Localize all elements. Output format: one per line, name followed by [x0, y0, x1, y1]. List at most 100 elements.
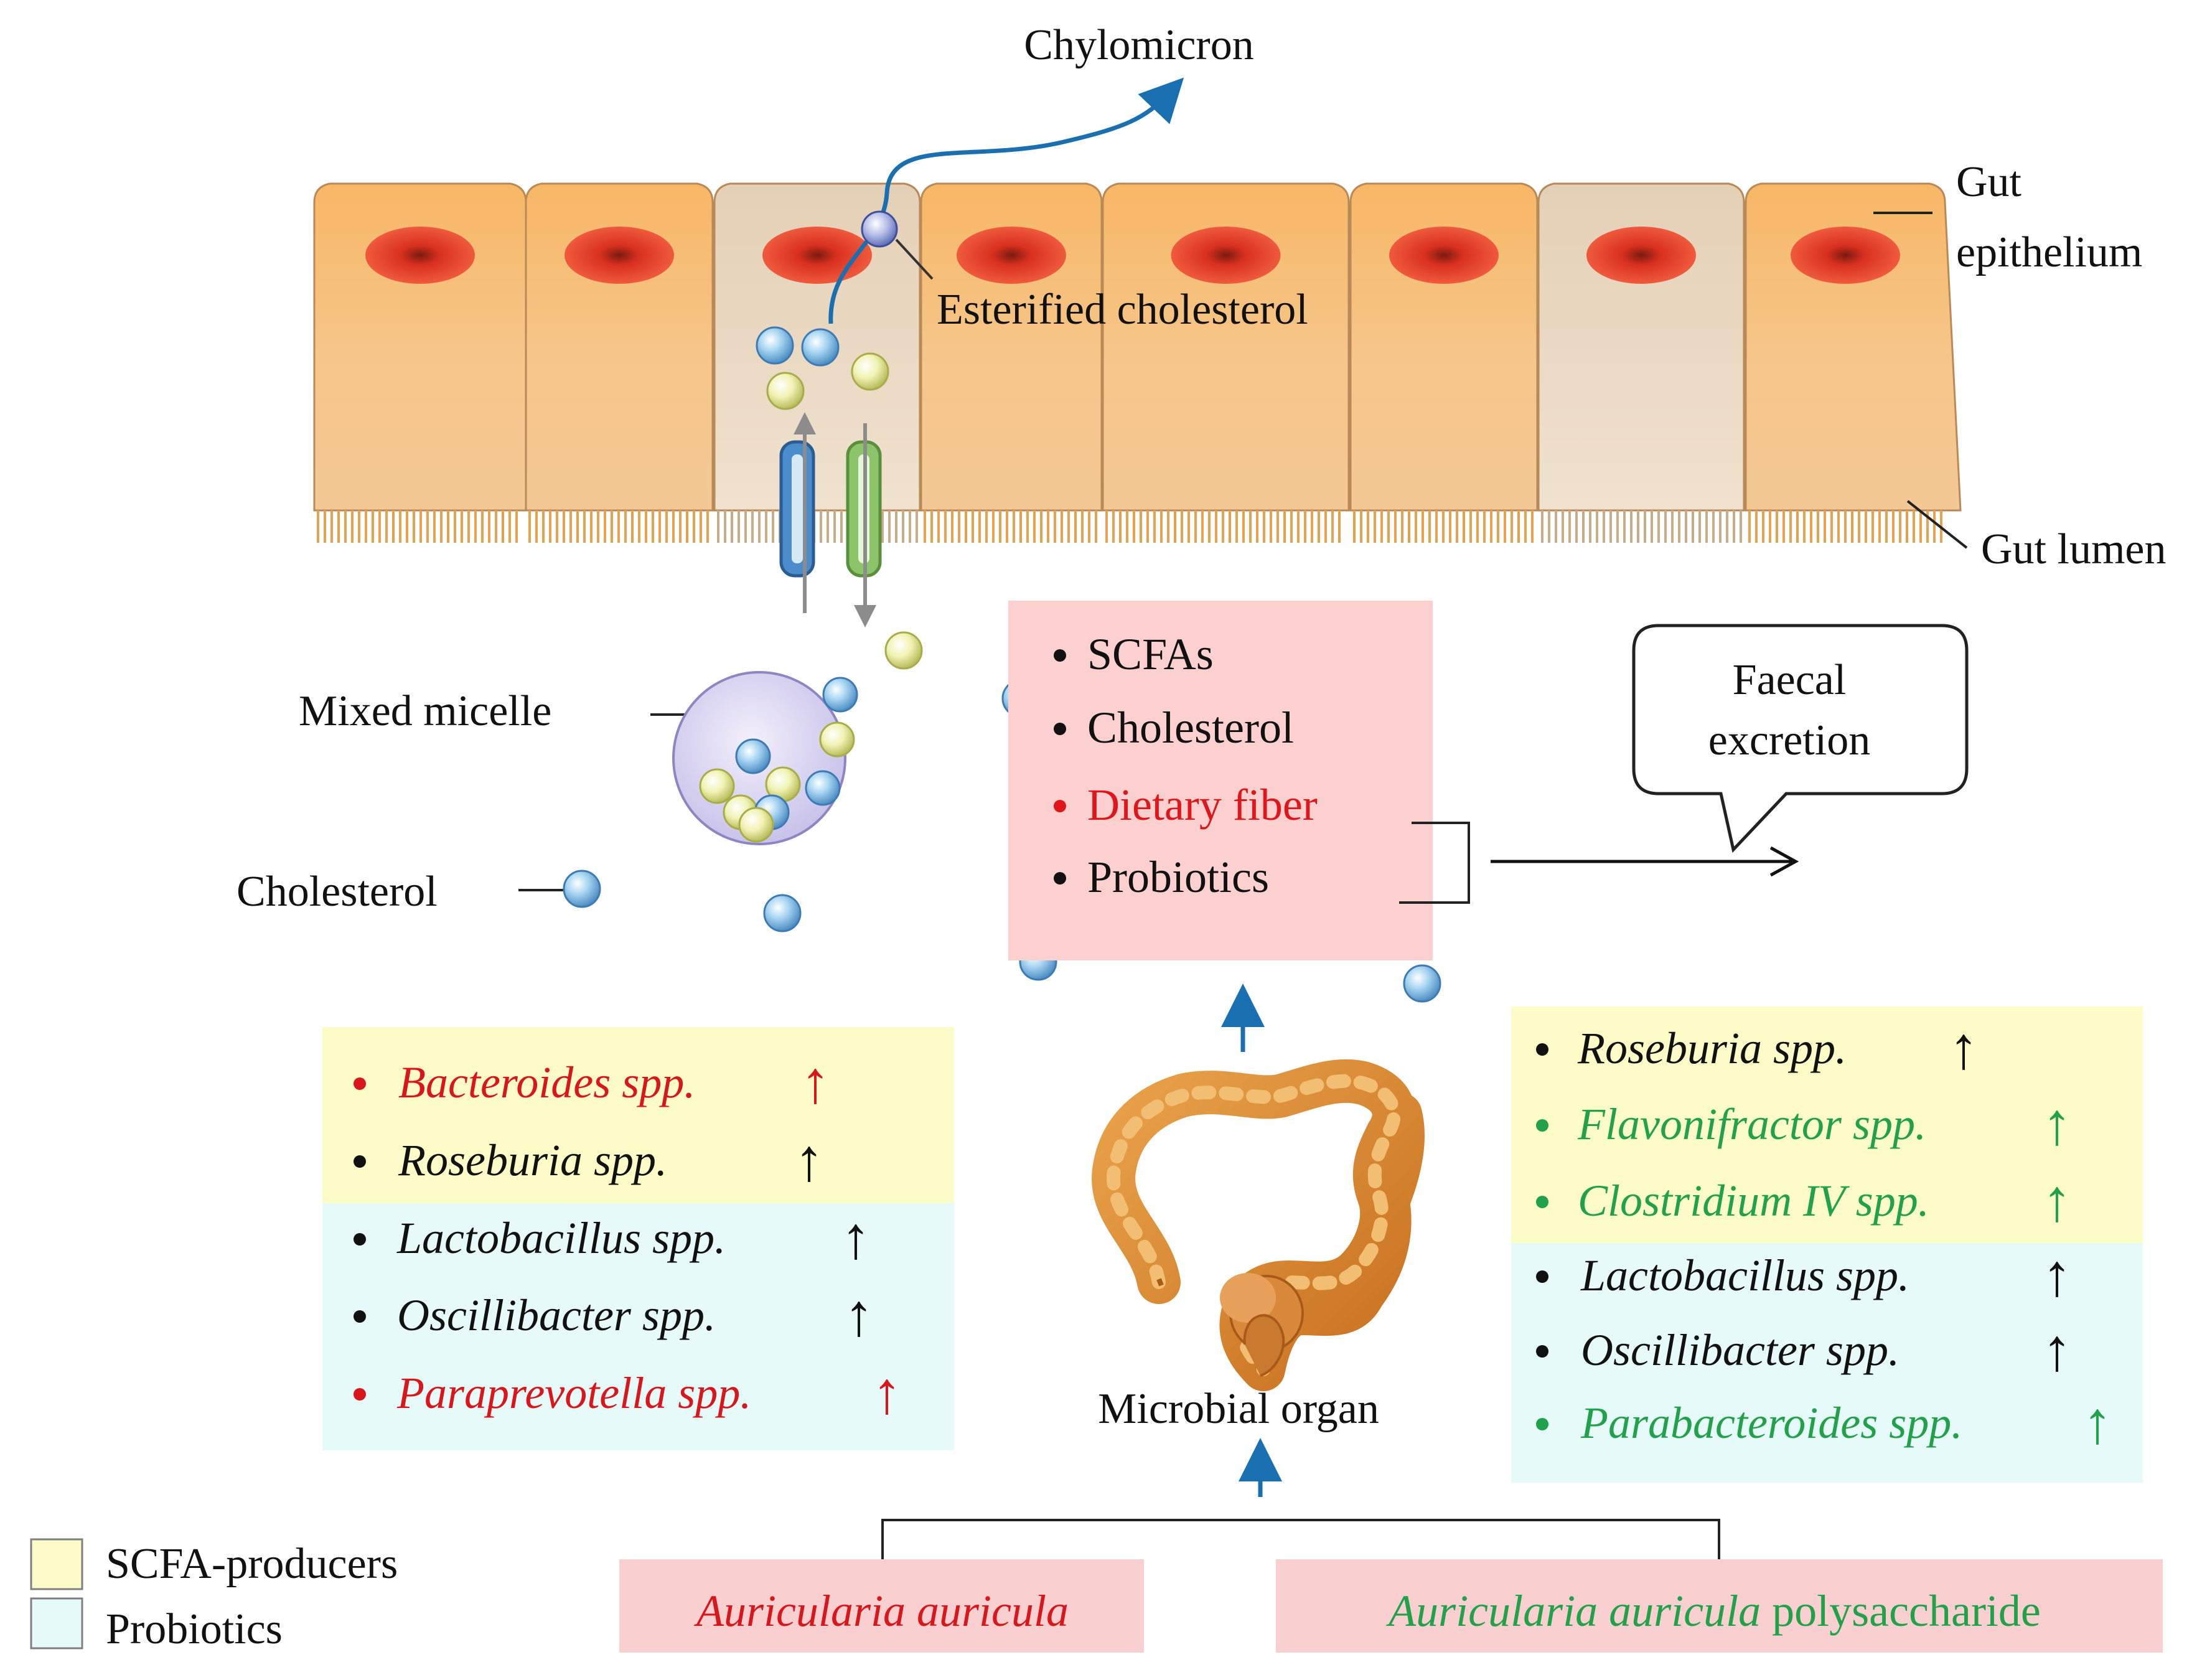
taxon-name: Flavonifractor spp.	[1577, 1099, 1926, 1149]
bullet-dot	[1536, 1270, 1548, 1283]
epithelial-cell	[1745, 182, 1962, 543]
source-right-box	[1276, 1559, 2163, 1653]
center-item: Probiotics	[1054, 852, 1269, 902]
bullet-dot	[1536, 1418, 1548, 1430]
taxon-row: Paraprevotella spp. ↑	[354, 1359, 902, 1426]
taxon-name: Bacteroides spp.	[398, 1058, 695, 1107]
taxon-name: Oscillibacter spp.	[1581, 1325, 1900, 1375]
microvilli	[717, 510, 918, 543]
taxon-row: Parabacteroides spp.↑	[1536, 1389, 2112, 1456]
cell-nucleus	[1586, 227, 1696, 284]
faecal-label-line2: excretion	[1708, 716, 1870, 764]
taxon-row: Roseburia spp.↑	[354, 1127, 824, 1193]
taxon-name: Oscillibacter spp.	[397, 1290, 716, 1340]
cholesterol-molecule	[801, 328, 840, 367]
faecal-label-line1: Faecal	[1733, 656, 1847, 704]
taxon-row: Oscillibacter spp. ↑	[354, 1282, 874, 1348]
cell-nucleus	[957, 227, 1066, 284]
taxon-name: Roseburia spp.	[398, 1135, 667, 1185]
esterified-cholesterol-molecule	[861, 210, 898, 248]
right-probiotics-panel	[1511, 1243, 2143, 1483]
esterified-cholesterol-label: Esterified cholesterol	[937, 286, 1308, 334]
left-taxa-list: Bacteroides spp.↑Roseburia spp.↑Lactobac…	[354, 1049, 902, 1426]
gut-epithelium	[313, 182, 1962, 543]
taxon-row: Oscillibacter spp. ↑	[1536, 1316, 2072, 1383]
left-scfa-panel	[322, 1027, 954, 1203]
right-scfa-panel	[1511, 1007, 2143, 1243]
legend-probiotics-label: Probiotics	[106, 1605, 283, 1653]
increase-arrow: ↑	[872, 1359, 902, 1426]
taxon-name: Roseburia spp.	[1577, 1023, 1847, 1073]
legend-scfa-swatch	[30, 1538, 83, 1590]
source-right-label: Auricularia auricula polysaccharide	[1386, 1586, 2041, 1636]
epithelial-cell	[1537, 182, 1745, 543]
increase-arrow: ↑	[2042, 1167, 2072, 1234]
blue-transporter	[779, 440, 815, 578]
micelle-molecules	[699, 677, 858, 843]
microvilli	[317, 510, 518, 543]
sources-connector	[881, 1519, 1720, 1559]
center-pink-box	[1008, 601, 1433, 960]
bile-acid-molecule	[819, 721, 855, 758]
legend-probiotics-swatch	[30, 1597, 83, 1649]
cell-nucleus	[1389, 227, 1499, 284]
taxon-name: Clostridium IV spp.	[1578, 1176, 1929, 1226]
bullet-dot	[1054, 723, 1066, 735]
gut-epithelium-label-line1: Gut	[1956, 158, 2022, 206]
chylomicron-arrow	[828, 77, 1184, 324]
increase-arrow: ↑	[844, 1282, 874, 1348]
taxon-row: Roseburia spp. ↑	[1536, 1015, 1979, 1081]
faecal-excretion-bubble	[1632, 624, 1969, 853]
microvilli	[1353, 510, 1534, 543]
bullet-dot	[354, 1388, 366, 1401]
increase-arrow: ↑	[2042, 1091, 2072, 1157]
bullet-dot	[1536, 1196, 1548, 1208]
increase-arrow: ↑	[1949, 1015, 1979, 1081]
bullet-dot	[1536, 1345, 1548, 1358]
bullet-dot	[354, 1310, 366, 1323]
cholesterol-molecule	[763, 894, 802, 932]
epithelial-cell	[525, 182, 714, 543]
excretion-arrow-head	[1769, 846, 1799, 877]
epithelial-cell	[920, 182, 1103, 543]
cell-nucleus	[564, 227, 674, 284]
cholesterol-molecule	[756, 326, 794, 365]
cholesterol-molecule	[563, 870, 601, 908]
cholesterol-molecule	[805, 770, 841, 806]
cell-molecules	[756, 326, 889, 410]
gut-epithelium-label-line2: epithelium	[1956, 228, 2142, 276]
bullet-dot	[1054, 800, 1066, 812]
bullet-dot	[1054, 649, 1066, 662]
lumen-pointer	[1906, 500, 1968, 549]
cholesterol-molecule	[1403, 964, 1441, 1003]
bullet-dot	[1536, 1043, 1548, 1056]
gut-lumen-label: Gut lumen	[1981, 525, 2166, 573]
center-item: Dietary fiber	[1054, 780, 1318, 830]
fiber-probiotics-bracket	[1399, 822, 1470, 904]
taxon-name: Lactobacillus spp.	[396, 1213, 726, 1263]
bullet-dot	[1054, 872, 1066, 885]
epithelial-cell	[1102, 182, 1350, 543]
source-right-italic: Auricularia auricula	[1386, 1586, 1761, 1636]
cholesterol-molecule	[822, 677, 858, 713]
left-probiotics-panel	[322, 1203, 954, 1450]
center-item-label: Probiotics	[1087, 852, 1269, 902]
increase-arrow: ↑	[841, 1204, 871, 1271]
increase-arrow: ↑	[2042, 1242, 2072, 1308]
taxon-name: Paraprevotella spp.	[396, 1368, 751, 1418]
bile-acid-molecule	[851, 352, 889, 391]
microvilli	[1541, 510, 1742, 543]
increase-arrow: ↑	[2082, 1389, 2112, 1456]
increase-arrow: ↑	[2042, 1316, 2072, 1383]
microvilli	[1748, 510, 1942, 543]
bullet-dot	[1536, 1119, 1548, 1132]
mixed-micelle-label: Mixed micelle	[299, 687, 551, 735]
center-item: Cholesterol	[1054, 703, 1294, 753]
cholesterol-label: Cholesterol	[237, 868, 438, 916]
cell-nucleus	[1171, 227, 1281, 284]
cholesterol-molecule	[735, 738, 771, 774]
legend-scfa-label: SCFA-producers	[106, 1540, 398, 1588]
